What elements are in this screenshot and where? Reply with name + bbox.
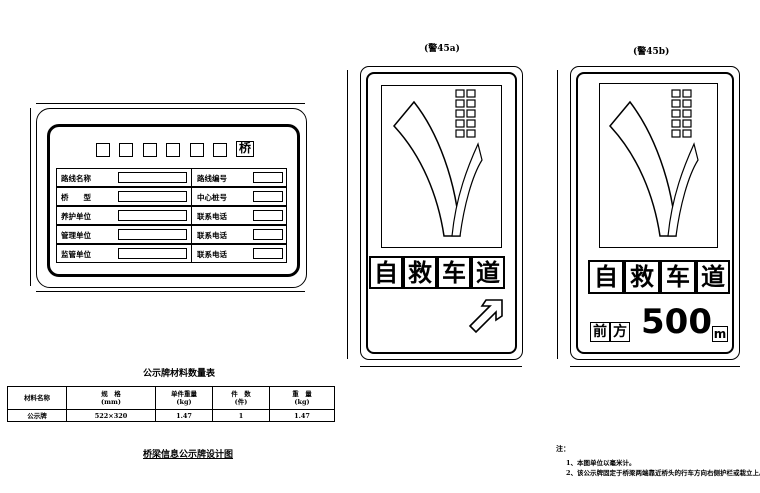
table-cell: 1.47 [269, 409, 335, 422]
info-board-drawing: 桥 路线名称 桥 型 养护单位 管理单位 监管单位 路线编号 中心桩号 联系电话… [0, 0, 330, 300]
row-divider [191, 168, 192, 263]
info-row [56, 187, 287, 206]
table-cell: 公示牌 [7, 409, 67, 422]
escape-lane-symbol-icon [393, 89, 483, 237]
sign-a-char-box: 道 [471, 256, 505, 289]
material-table: 材料名称 规 格(mm) 单件重量(kg) 件 数(件) 重 量(kg) 公示牌… [7, 386, 335, 422]
sign-a-dimension-left [347, 70, 348, 359]
row-right-label: 中心桩号 [197, 193, 227, 202]
board-dimension-line-top [36, 103, 305, 104]
row-left-label: 养护单位 [61, 212, 91, 221]
sign-a-inner-border [366, 72, 517, 354]
row-left-field [118, 229, 187, 240]
info-row [56, 206, 287, 225]
table-header-cell: 件 数(件) [212, 386, 270, 410]
sign-b-diagram-panel [599, 83, 718, 248]
table-cell: 522×320 [66, 409, 156, 422]
table-header-cell: 规 格(mm) [66, 386, 156, 410]
table-header-cell: 重 量(kg) [269, 386, 335, 410]
row-right-label: 联系电话 [197, 212, 227, 221]
note-item: 2、该公示牌固定于桥梁两端靠近桥头的行车方向右侧护栏或栽立上。 [566, 469, 760, 477]
board-dimension-line-bottom [36, 291, 305, 292]
sign-b-caption: (警45b) [633, 47, 670, 57]
sign-a-outer-border [360, 66, 523, 360]
row-left-label: 监管单位 [61, 250, 91, 259]
board-inner-frame [47, 124, 300, 277]
row-left-field [118, 210, 187, 221]
sign-b-distance: 500 [641, 302, 712, 342]
header-box [190, 143, 204, 157]
info-row [56, 168, 287, 187]
row-left-field [118, 248, 187, 259]
row-left-label: 路线名称 [61, 174, 91, 183]
sign-b-dimension-bottom [570, 366, 740, 367]
diagonal-arrow-up-right-icon [468, 299, 503, 334]
row-right-field [253, 248, 283, 259]
sign-b-char-box: 车 [660, 260, 696, 294]
table-row: 公示牌 522×320 1.47 1 1.47 [7, 409, 335, 422]
board-dimension-line-left [30, 108, 31, 286]
table-header-cell: 材料名称 [7, 386, 67, 410]
row-right-field [253, 172, 283, 183]
board-outer-frame [36, 108, 307, 288]
info-row [56, 244, 287, 263]
sign-b-char-box: 救 [624, 260, 660, 294]
sign-b-outer-border [570, 66, 740, 360]
sign-a-char-box: 救 [403, 256, 437, 289]
drawing-title: 桥梁信息公示牌设计图 [143, 450, 234, 460]
table-cell: 1 [212, 409, 270, 422]
row-left-field [118, 191, 187, 202]
row-right-field [253, 229, 283, 240]
header-box [213, 143, 227, 157]
sign-b-inner-border [576, 72, 734, 354]
table-header-row: 材料名称 规 格(mm) 单件重量(kg) 件 数(件) 重 量(kg) [7, 386, 335, 410]
notes-title: 注： [556, 444, 570, 453]
info-row [56, 225, 287, 244]
table-cell: 1.47 [155, 409, 213, 422]
sign-b-char-box: 自 [588, 260, 624, 294]
sign-b-prefix-box: 前 [590, 322, 610, 342]
row-left-label: 管理单位 [61, 231, 91, 240]
sign-a-caption: (警45a) [424, 44, 460, 54]
row-right-field [253, 210, 283, 221]
header-box [119, 143, 133, 157]
sign-b-dimension-left [557, 70, 558, 359]
sign-b-unit-box: m [712, 326, 728, 342]
row-right-label: 路线编号 [197, 174, 227, 183]
note-item: 1、本图单位以毫米计。 [566, 459, 636, 467]
escape-lane-symbol-icon [609, 89, 699, 237]
header-box [96, 143, 110, 157]
row-right-field [253, 191, 283, 202]
row-left-field [118, 172, 187, 183]
sign-a-char-box: 自 [369, 256, 403, 289]
bridge-char-box: 桥 [236, 141, 254, 157]
sign-a-char-box: 车 [437, 256, 471, 289]
sign-b-char-box: 道 [696, 260, 730, 294]
sign-b-prefix-box: 方 [610, 322, 630, 342]
row-right-label: 联系电话 [197, 250, 227, 259]
header-box [143, 143, 157, 157]
row-right-label: 联系电话 [197, 231, 227, 240]
header-box [166, 143, 180, 157]
table-header-cell: 单件重量(kg) [155, 386, 213, 410]
sign-a-diagram-panel [381, 85, 502, 248]
material-table-title: 公示牌材料数量表 [143, 369, 216, 379]
sign-a-dimension-bottom [360, 366, 522, 367]
row-left-label: 桥 型 [61, 193, 91, 202]
